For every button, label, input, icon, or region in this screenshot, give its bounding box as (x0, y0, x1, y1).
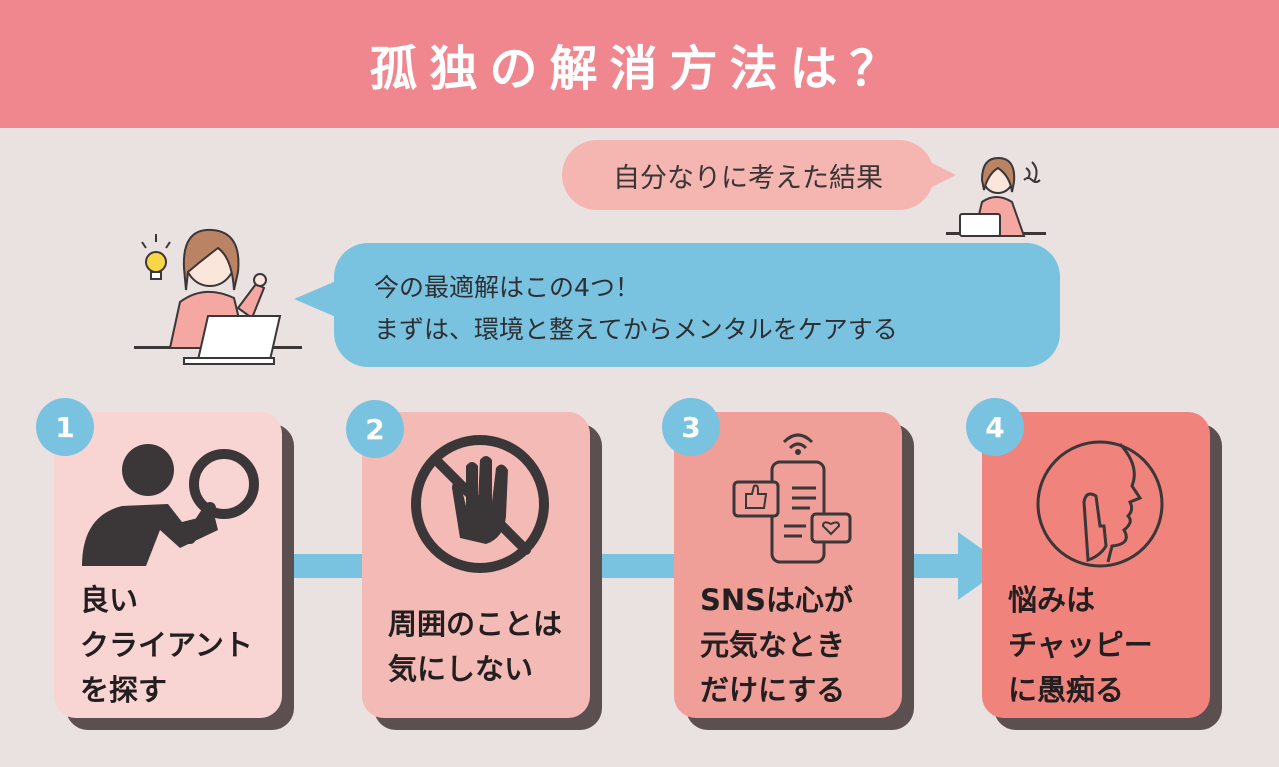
step-badge-1: 1 (36, 398, 94, 456)
thought-text: 自分なりに考えた結果 (613, 162, 883, 194)
step-text-1: 良い クライアント を探す (80, 583, 253, 707)
silence-face-icon (1036, 440, 1164, 568)
answer-line-2: まずは、環境と整えてからメンタルをケアする (374, 315, 898, 344)
thinking-woman-icon (946, 156, 1046, 237)
step-badge-3: 3 (662, 398, 720, 456)
step-badge-4: 4 (966, 398, 1024, 456)
smartphone-sns-icon (732, 433, 852, 564)
title-banner: 孤独の解消方法は？ (0, 0, 1279, 128)
woman-laptop-icon (134, 228, 302, 365)
step-card-4: 悩みは チャッピー に愚痴る (982, 412, 1210, 718)
step-card-3: SNSは心が 元気なとき だけにする (674, 412, 902, 718)
step-text-2: 周囲のことは 気にしない (388, 607, 563, 686)
thought-bubble: 自分なりに考えた結果 (562, 140, 956, 210)
stop-hand-icon (411, 435, 549, 573)
step-text-3: SNSは心が 元気なとき だけにする (700, 583, 854, 707)
step-badge-2: 2 (346, 400, 404, 458)
answer-bubble: 今の最適解はこの4つ！ まずは、環境と整えてからメンタルをケアする (294, 243, 1060, 367)
step-text-4: 悩みは チャッピー に愚痴る (1008, 583, 1153, 707)
step-card-1: 良い クライアント を探す (54, 412, 282, 718)
step-card-2: 周囲のことは 気にしない (362, 412, 590, 718)
page-title: 孤独の解消方法は？ (369, 41, 910, 97)
magnifier-person-icon (82, 444, 259, 566)
answer-line-1: 今の最適解はこの4つ！ (374, 273, 640, 302)
